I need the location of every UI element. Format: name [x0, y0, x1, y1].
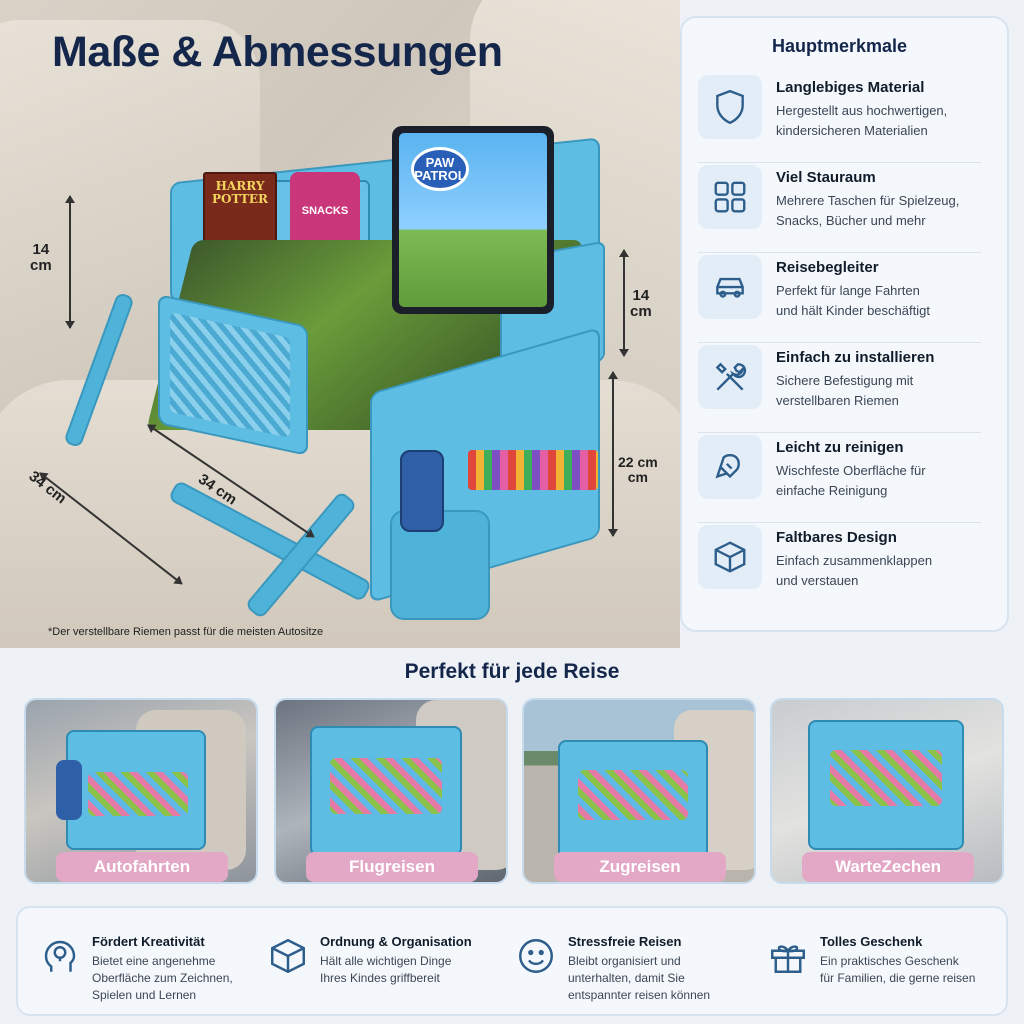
box-icon: [698, 525, 762, 589]
travel-label: Autofahrten: [56, 852, 228, 882]
feature-title: Langlebiges Material: [776, 79, 925, 96]
feature-desc: Hergestellt aus hochwertigen, kindersich…: [776, 103, 948, 138]
feature-title: Reisebegleiter: [776, 259, 879, 276]
feature-title: Faltbares Design: [776, 529, 897, 546]
travel-card-train: Zugreisen: [522, 698, 756, 884]
dimension-pocket-height: 22 cm cm: [618, 454, 658, 485]
travel-section-title: Perfekt für jede Reise: [404, 660, 620, 683]
benefit-desc: Bleibt organisiert und unterhalten, dami…: [568, 954, 711, 1002]
benefit-desc: Hält alle wichtigen Dinge Ihres Kindes g…: [320, 954, 452, 985]
lightbulb-head-icon: [38, 934, 82, 978]
dimension-arrow-left: [65, 195, 75, 329]
smiley-icon: [514, 934, 558, 978]
feature-desc: Sichere Befestigung mit verstellbaren Ri…: [776, 373, 914, 408]
dimension-arrow-pocket: [608, 371, 618, 537]
feature-title: Leicht zu reinigen: [776, 439, 904, 456]
dimension-left-height: 14 cm: [30, 241, 52, 274]
feature-desc: Wischfeste Oberfläche für einfache Reini…: [776, 463, 926, 498]
benefit-item: Ordnung & Organisation Hält alle wichtig…: [266, 934, 472, 987]
gift-icon: [766, 934, 810, 978]
benefit-title: Tolles Geschenk: [820, 934, 923, 949]
feature-title: Einfach zu installieren: [776, 349, 935, 366]
train-interior-scene: [524, 700, 754, 882]
feature-desc: Perfekt für lange Fahrten und hält Kinde…: [776, 283, 930, 318]
travel-card-waiting: WarteZechen: [770, 698, 1004, 884]
strap-shoulder: [244, 490, 358, 620]
benefit-title: Ordnung & Organisation: [320, 934, 472, 949]
feature-item: Leicht zu reinigen Wischfeste Oberfläche…: [698, 433, 981, 523]
tools-icon: [698, 345, 762, 409]
snack-bag: SNACKS: [290, 172, 360, 250]
features-title: Hauptmerkmale: [771, 36, 908, 56]
box-icon: [266, 934, 310, 978]
feature-desc: Mehrere Taschen für Spielzeug, Snacks, B…: [776, 193, 960, 228]
travel-card-plane: Flugreisen: [274, 698, 508, 884]
benefit-desc: Ein praktisches Geschenk für Familien, d…: [820, 954, 976, 985]
dimension-right-height: 14 cm: [630, 287, 652, 320]
travel-label: WarteZechen: [802, 852, 974, 882]
tablet-screen: PAW PATROL: [399, 133, 547, 307]
feature-item: Reisebegleiter Perfekt für lange Fahrten…: [698, 253, 981, 343]
travel-card-car: Autofahrten: [24, 698, 258, 884]
feature-desc: Einfach zusammenklappen und verstauen: [776, 553, 933, 588]
plane-interior-scene: [276, 700, 506, 882]
strap-footnote: *Der verstellbare Riemen passt für die m…: [48, 626, 324, 638]
travel-label: Flugreisen: [306, 852, 478, 882]
benefit-desc: Bietet eine angenehme Oberfläche zum Zei…: [92, 954, 233, 1002]
waiting-room-scene: [772, 700, 1002, 882]
cleaning-icon: [698, 435, 762, 499]
hero-product-image: Maße & Abmessungen HARRY POTTER SNACKS P…: [0, 0, 680, 648]
feature-title: Viel Stauraum: [776, 169, 876, 186]
page-title: Maße & Abmessungen: [52, 28, 503, 76]
travel-tray-illustration: HARRY POTTER SNACKS PAW PATROL: [63, 120, 620, 620]
feature-item: Viel Stauraum Mehrere Taschen für Spielz…: [698, 163, 981, 253]
car-interior-scene: [26, 700, 256, 882]
travel-label: Zugreisen: [554, 852, 726, 882]
car-icon: [698, 255, 762, 319]
benefits-strip: Fördert Kreativität Bietet eine angenehm…: [16, 906, 1008, 1016]
dimension-arrow-right: [619, 249, 629, 357]
tablet-logo: PAW PATROL: [411, 147, 469, 191]
benefit-item: Tolles Geschenk Ein praktisches Geschenk…: [766, 934, 975, 987]
tablet: PAW PATROL: [392, 126, 554, 314]
water-bottle: [400, 450, 444, 532]
feature-item: Faltbares Design Einfach zusammenklappen…: [698, 523, 981, 613]
grid-icon: [698, 165, 762, 229]
benefit-item: Stressfreie Reisen Bleibt organisiert un…: [514, 934, 710, 1003]
benefit-title: Fördert Kreativität: [92, 934, 205, 949]
benefit-title: Stressfreie Reisen: [568, 934, 682, 949]
markers: [468, 450, 598, 490]
shield-icon: [698, 75, 762, 139]
feature-item: Langlebiges Material Hergestellt aus hoc…: [698, 73, 981, 163]
features-panel: Hauptmerkmale Langlebiges Material Herge…: [680, 16, 1009, 632]
benefit-item: Fördert Kreativität Bietet eine angenehm…: [38, 934, 233, 1003]
feature-item: Einfach zu installieren Sichere Befestig…: [698, 343, 981, 433]
